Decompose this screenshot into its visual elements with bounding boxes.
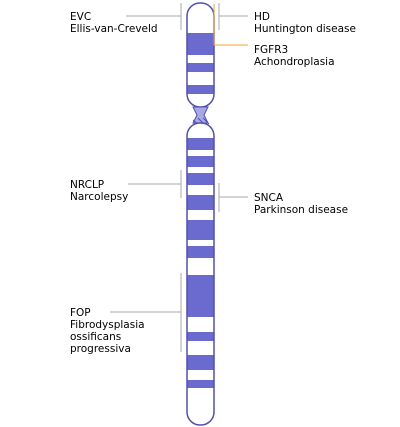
disease-name-line: Huntington disease (254, 23, 356, 35)
q-band-3 (187, 167, 214, 173)
q-band-7 (187, 258, 214, 275)
evc-annotation: EVC Ellis-van-Creveld (70, 11, 158, 35)
p-band-4 (187, 94, 214, 107)
q-band-2 (187, 150, 214, 156)
disease-name: Parkinson disease (254, 204, 348, 216)
centromere (192, 106, 210, 125)
nrclp-leader (128, 170, 182, 198)
nrclp-annotation: NRCLP Narcolepsy (70, 179, 128, 203)
q-band-11 (187, 388, 214, 425)
p-band-3 (187, 72, 214, 85)
q-band-4 (187, 185, 214, 195)
snca-annotation: SNCA Parkinson disease (254, 192, 348, 216)
disease-name-line: Achondroplasia (254, 56, 335, 68)
disease-name-line: Parkinson disease (254, 204, 349, 216)
p-band-2 (187, 55, 214, 63)
gene-symbol: HD (254, 11, 270, 23)
fgfr3-leader (213, 4, 248, 46)
q-band-10 (187, 370, 214, 380)
fgfr3-annotation: FGFR3 Achondroplasia (254, 44, 335, 68)
q-band-1 (187, 123, 214, 138)
hatch-3 (202, 117, 210, 125)
q-band-9 (187, 341, 214, 355)
disease-name: Narcolepsy (70, 191, 128, 203)
disease-name-line: ossificans (70, 331, 122, 343)
disease-name-line: Narcolepsy (70, 191, 129, 203)
disease-name: Ellis-van-Creveld (70, 23, 158, 35)
fop-leader (110, 273, 182, 352)
snca-leader (218, 183, 248, 212)
hd-leader (218, 3, 248, 30)
disease-name-line: Ellis-van-Creveld (70, 23, 158, 35)
q-band-8 (187, 317, 214, 332)
disease-name: Achondroplasia (254, 56, 335, 68)
gene-symbol: NRCLP (70, 179, 105, 191)
fop-annotation: FOP Fibrodysplasia ossificans progressiv… (70, 307, 145, 355)
long-arm (186, 122, 215, 426)
hd-annotation: HD Huntington disease (254, 11, 356, 35)
disease-name: Fibrodysplasia ossificans progressiva (70, 319, 145, 355)
fgfr3-leader-line (213, 4, 248, 46)
gene-symbol: FGFR3 (254, 44, 289, 56)
p-band-1 (187, 3, 214, 33)
gene-symbol: FOP (70, 307, 91, 319)
gene-symbol: EVC (70, 11, 92, 23)
evc-leader (126, 3, 182, 30)
disease-name: Huntington disease (254, 23, 356, 35)
disease-name-line: Fibrodysplasia (70, 319, 145, 331)
q-band-5 (187, 210, 214, 220)
short-arm (186, 2, 215, 108)
q-arm-outline (186, 122, 215, 426)
disease-name-line: progressiva (70, 343, 131, 355)
q-band-6 (187, 240, 214, 246)
gene-symbol: SNCA (254, 192, 284, 204)
